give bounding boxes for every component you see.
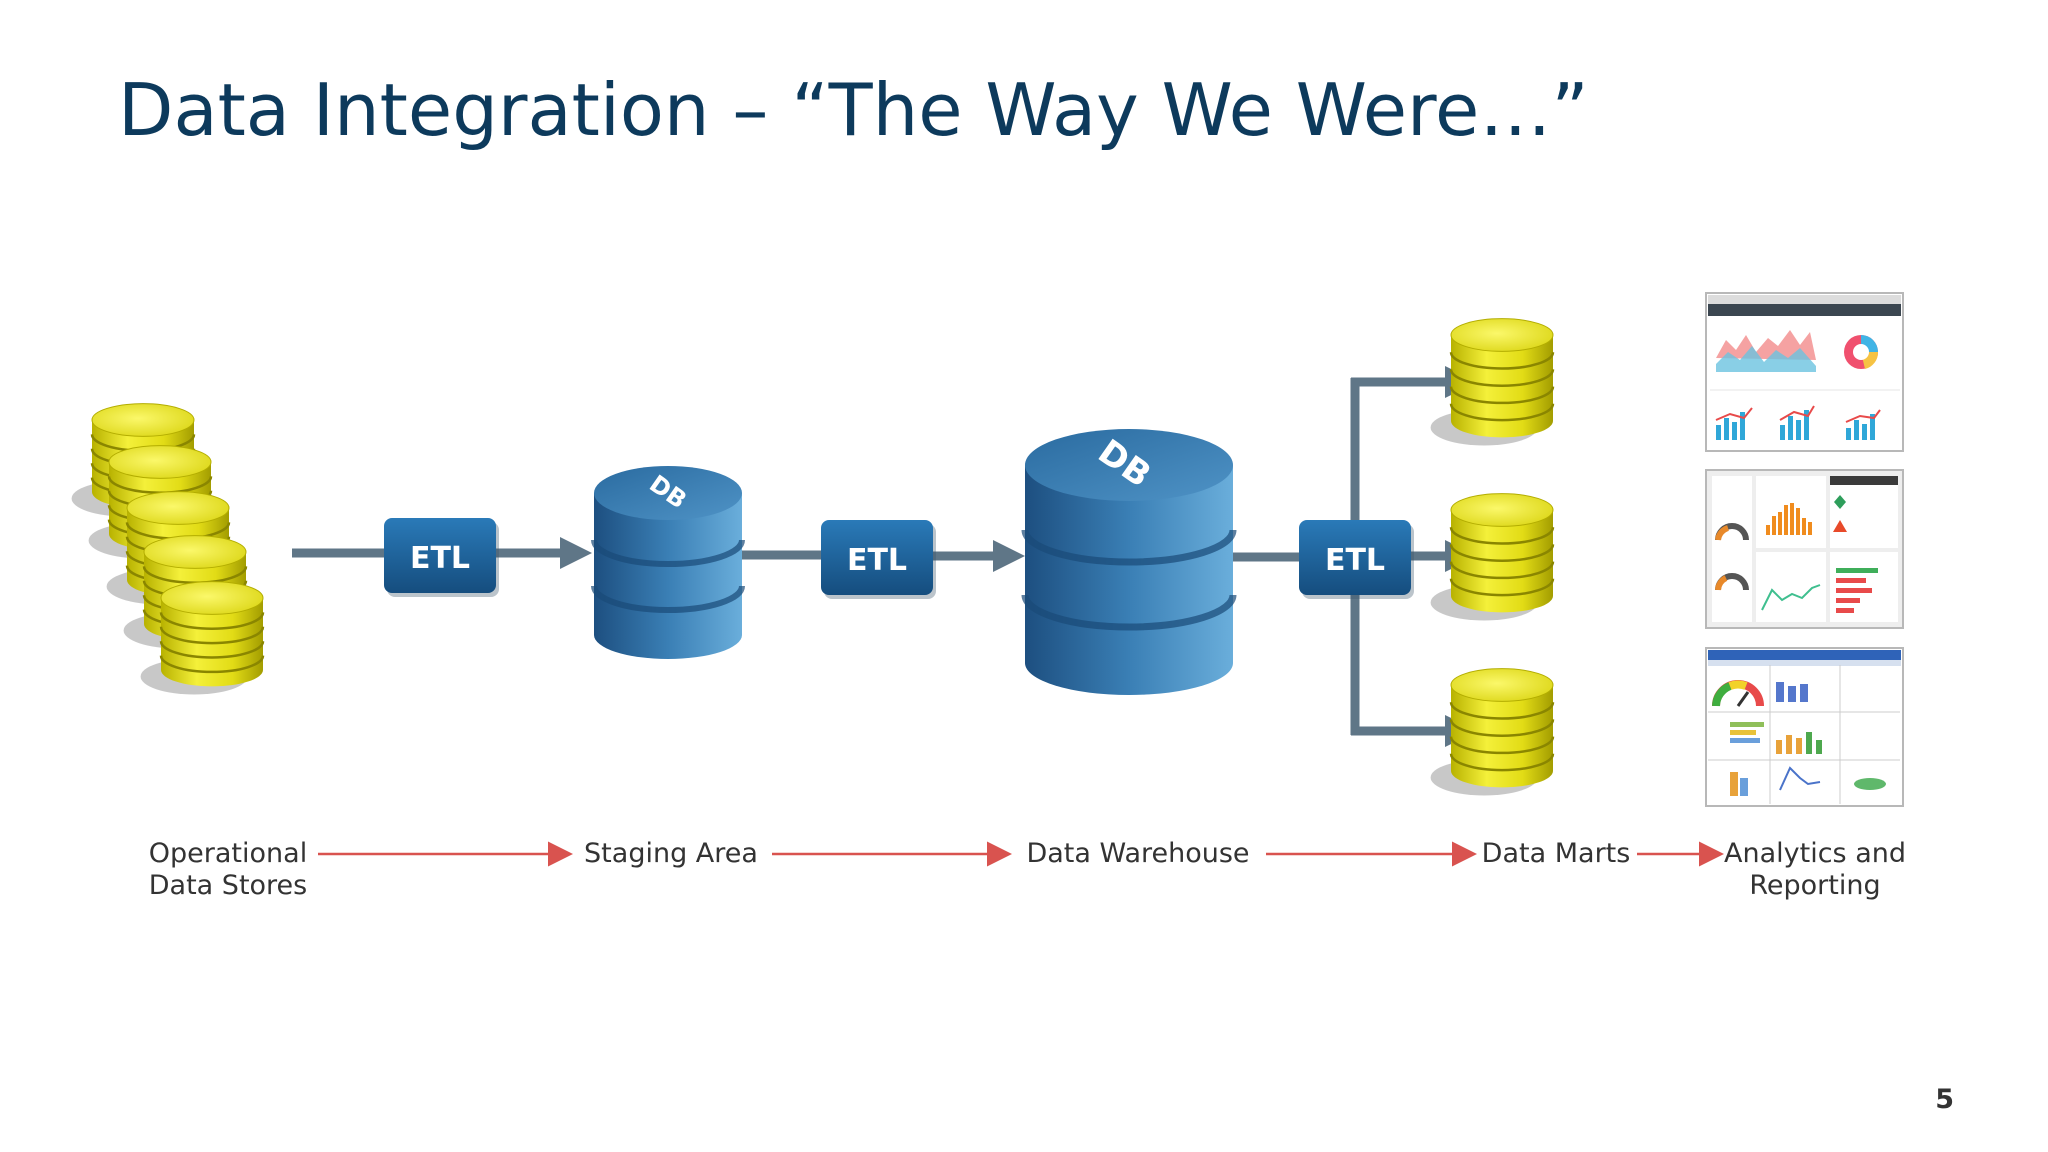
- operational-data-stores: [71, 403, 265, 695]
- dashboard-thumbnail-3: [1705, 647, 1904, 807]
- yellow-database-stack-icon: [140, 581, 265, 695]
- etl-label: ETL: [1325, 543, 1385, 578]
- etl-box-3: ETL: [1299, 520, 1414, 599]
- stage-label-line: Data Marts: [1481, 838, 1631, 869]
- yellow-database-stack-icon: [1430, 318, 1555, 446]
- slide-title: Data Integration – “The Way We Were…”: [118, 68, 1589, 152]
- etl-label: ETL: [410, 541, 470, 576]
- stage-label-line: Data Warehouse: [1026, 838, 1250, 869]
- etl-box-2: ETL: [821, 520, 936, 599]
- arrowhead-staging: [560, 537, 592, 569]
- yellow-database-stack-icon: [1430, 493, 1555, 621]
- analytics-dashboards: [1705, 292, 1904, 807]
- stage-label-analytics-reporting: Analytics and Reporting: [1722, 838, 1908, 902]
- stage-label-line: Operational: [148, 838, 308, 869]
- etl-box-1: ETL: [384, 518, 499, 597]
- stage-label-data-marts: Data Marts: [1478, 838, 1634, 870]
- stage-label-staging-area: Staging Area: [571, 838, 771, 870]
- stage-label-line: Data Stores: [148, 870, 308, 901]
- dashboard-thumbnail-1: [1705, 292, 1904, 452]
- stage-label-line: Staging Area: [584, 838, 758, 869]
- stage-label-data-warehouse: Data Warehouse: [1018, 838, 1258, 870]
- dashboard-thumbnail-2: [1705, 469, 1904, 629]
- warehouse-db-cylinder: DB: [1021, 429, 1237, 695]
- etl-label: ETL: [847, 543, 907, 578]
- data-marts: [1430, 318, 1555, 796]
- yellow-database-stack-icon: [1430, 668, 1555, 796]
- staging-db-cylinder: DB: [591, 466, 745, 659]
- arrowhead-warehouse: [993, 540, 1025, 572]
- stage-label-operational-data-stores: Operational Data Stores: [133, 838, 323, 902]
- stage-label-line: Reporting: [1749, 870, 1881, 901]
- stage-label-line: Analytics and: [1724, 838, 1906, 869]
- page-number: 5: [1935, 1084, 1954, 1115]
